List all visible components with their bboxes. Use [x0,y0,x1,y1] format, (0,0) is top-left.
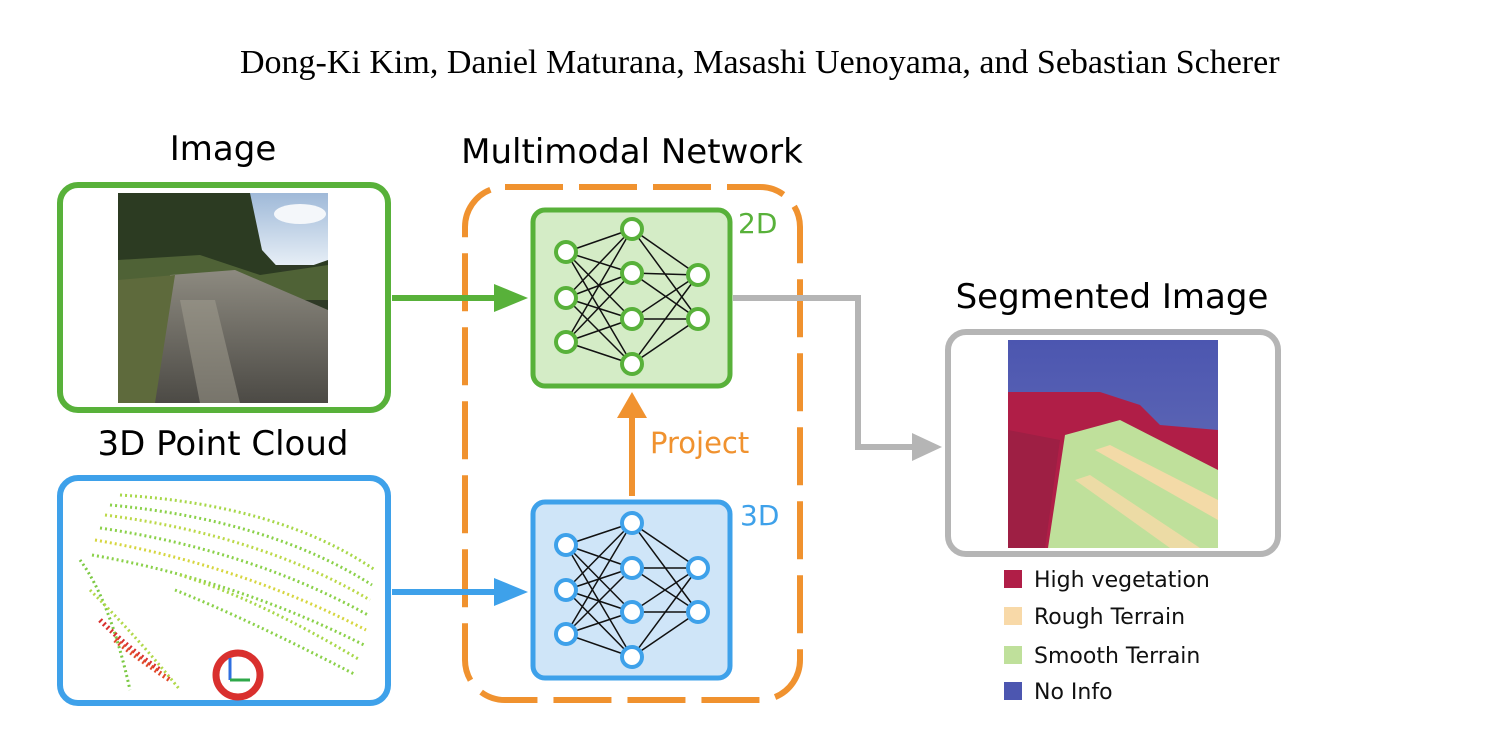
forest-road-photo [118,193,328,403]
legend-swatch-smooth-terrain [1004,646,1022,664]
legend-label-rough-terrain: Rough Terrain [1034,605,1185,630]
network-2d-box [530,207,733,389]
cloud-to-3d-arrow [392,578,528,606]
author-line: Dong-Ki Kim, Daniel Maturana, Masashi Ue… [240,44,1280,81]
network-3d-label: 3D [740,499,779,532]
legend-label-no-info: No Info [1034,680,1113,705]
legend-label-high-vegetation: High vegetation [1034,568,1210,593]
nn-3d-graph [565,522,699,658]
segmented-title: Segmented Image [956,277,1269,317]
legend-swatch-no-info [1004,682,1022,700]
network-3d-box [530,499,733,681]
segmentation-result [1008,340,1218,548]
point-cloud-title: 3D Point Cloud [98,424,349,464]
sensor-icon [212,649,264,701]
image-to-2d-arrow [392,284,528,312]
project-arrow [617,392,647,496]
lidar-scan [78,493,376,691]
nn-2d-nodes [554,217,710,376]
legend-label-smooth-terrain: Smooth Terrain [1034,644,1200,669]
legend-swatch-rough-terrain [1004,607,1022,625]
legend: High vegetation Rough Terrain Smooth Ter… [1004,568,1210,705]
nn-3d-nodes [554,511,710,669]
network-title: Multimodal Network [461,132,803,172]
legend-swatch-high-vegetation [1004,570,1022,588]
image-title: Image [170,129,276,169]
project-label: Project [650,426,749,460]
network-frame [462,184,803,703]
network-2d-label: 2D [738,207,777,240]
output-arrow [733,295,942,461]
